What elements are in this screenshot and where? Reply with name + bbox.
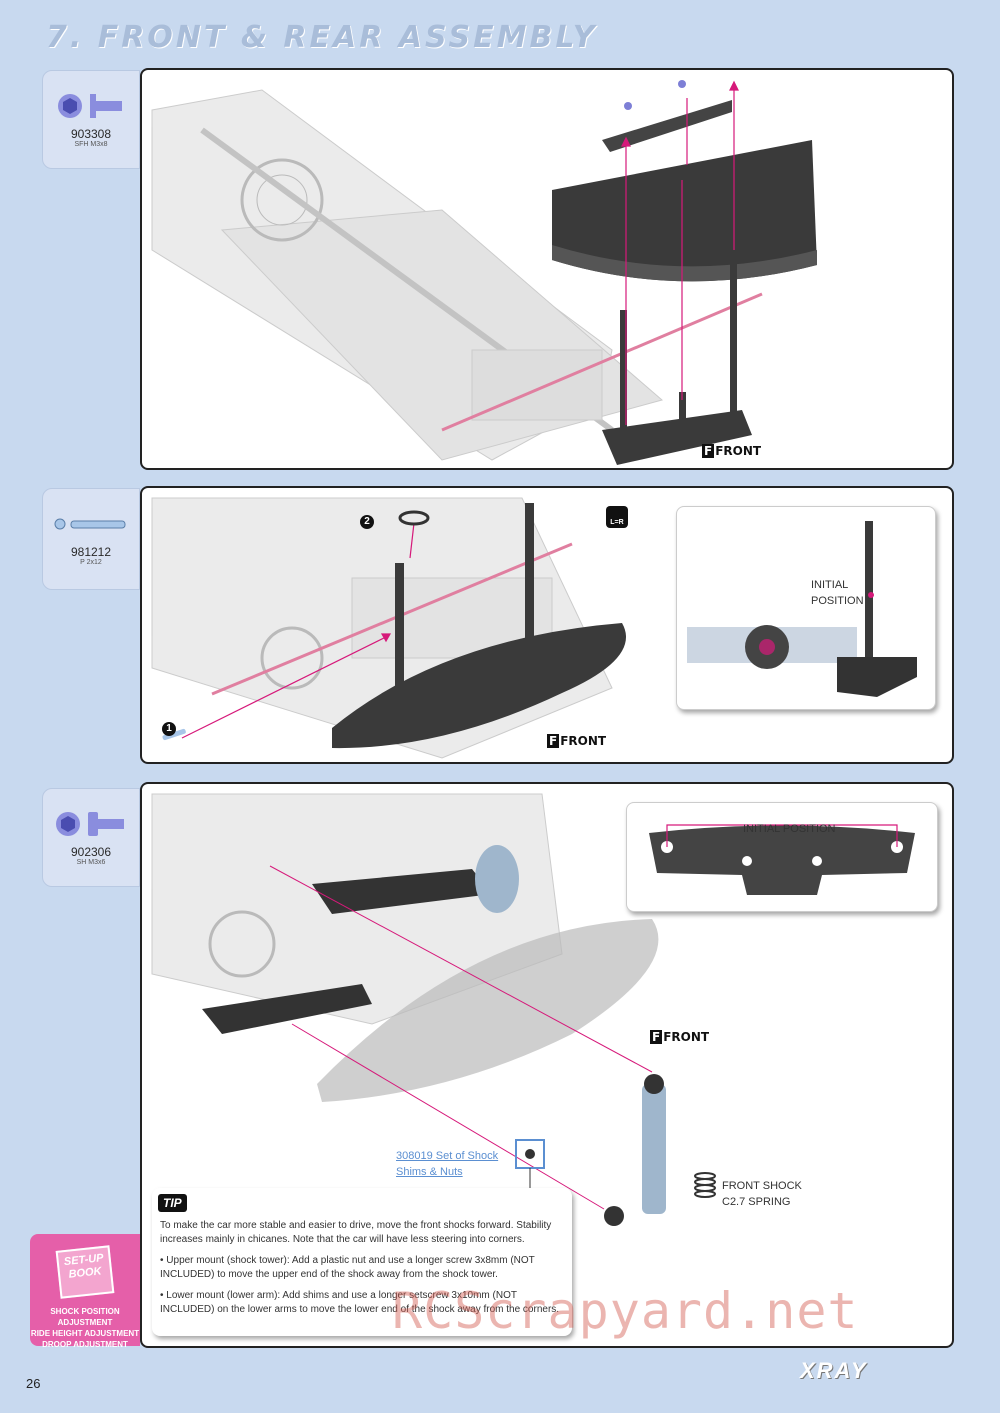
bumper-assembly-illustration [151, 80, 817, 465]
step-number-1: 1 [162, 722, 176, 736]
part-box-902306: 902306 SH M3x6 [42, 788, 140, 887]
inset-label: INITIAL POSITION [743, 823, 836, 835]
spring-label: FRONT SHOCK C2.7 SPRING [722, 1180, 802, 1208]
part-desc: P 2x12 [80, 559, 102, 566]
initial-position-inset: INITIAL POSITION [626, 802, 938, 912]
part-box-903308: 903308 SFH M3x8 [42, 70, 140, 169]
part-desc: SFH M3x8 [74, 141, 108, 148]
brand-logo: XRAY [800, 1358, 868, 1383]
page-title: 7. FRONT & REAR ASSEMBLY [46, 20, 598, 55]
tip-text: To make the car more stable and easier t… [160, 1220, 560, 1315]
part-box-981212: 981212 P 2x12 [42, 488, 140, 590]
part-number: 902306 [70, 845, 112, 859]
part-number: 981212 [70, 545, 112, 559]
initial-position-inset: INITIAL POSITION [676, 506, 936, 710]
shims-link[interactable]: 308019 Set of Shock Shims & Nuts [396, 1150, 499, 1178]
step-number-2: 2 [360, 515, 374, 529]
watermark: RCScrapyard.net [392, 1282, 859, 1340]
pin-icon [54, 518, 126, 530]
part-desc: SH M3x6 [76, 859, 106, 866]
page-number: 26 [26, 1376, 41, 1391]
part-number: 903308 [70, 127, 112, 141]
setup-book-reference[interactable]: SET-UP BOOK SHOCK POSITION ADJUSTMENT RI… [30, 1234, 140, 1349]
shock-tower-illustration [649, 824, 915, 895]
left-right-same-icon: L=R [606, 506, 628, 528]
post-assembly-illustration [151, 497, 626, 759]
inset-label: INITIAL POSITION [811, 579, 864, 607]
tip-badge: TIP [158, 1194, 187, 1212]
tip-box: TIP To make the car more stable and easi… [152, 1188, 572, 1336]
countersunk-screw-icon [58, 94, 122, 118]
setup-book-icon: SET-UP BOOK [55, 1245, 115, 1299]
shock-assembly-illustration [151, 793, 716, 1226]
setup-book-topics: SHOCK POSITION ADJUSTMENT RIDE HEIGHT AD… [30, 1307, 140, 1349]
socket-head-screw-icon [56, 812, 124, 836]
initial-position-illustration [687, 521, 917, 697]
